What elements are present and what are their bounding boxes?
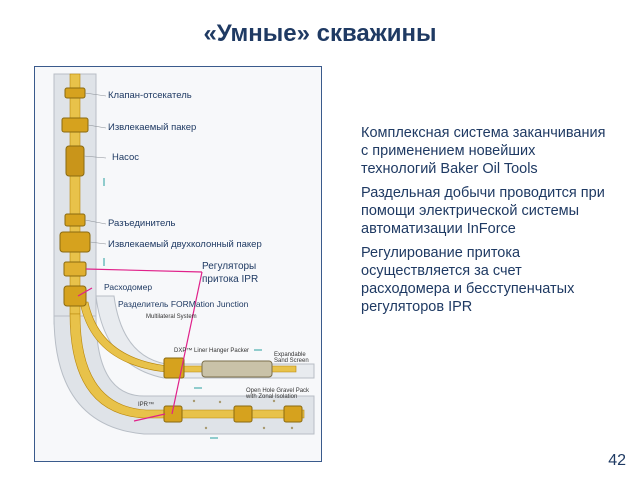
label-valve: Клапан-отсекатель [108,90,192,101]
ipr-body-3 [283,405,303,423]
pump-body [65,145,85,177]
flow-arrows [103,178,262,439]
disconnector-body [64,213,86,227]
gravel-pack-dots [192,399,294,430]
sand-screen-body [201,360,273,378]
dual-packer-body [59,231,91,253]
bullet-1: Комплексная система заканчивания с приме… [361,125,606,177]
label-sand-screen: Expandable Sand Screen [274,352,309,364]
liner-hanger-body [163,357,185,379]
well-schematic-svg [34,66,322,462]
leader-lines [83,92,107,245]
bullet-list: Комплексная система заканчивания с приме… [361,124,611,322]
label-pump: Насос [112,152,140,163]
valve-body [64,87,86,99]
label-flowmeter: Расходомер [104,282,153,292]
label-liner-hanger: DXP™ Liner Hanger Packer [174,348,250,354]
label-packer: Извлекаемый пакер [108,122,197,133]
tubing-vertical [69,73,81,315]
tubing-curve [69,313,305,419]
label-regulators: Регуляторы притока IPR [202,261,259,285]
label-disconnector: Разъединитель [108,218,176,229]
label-dual-packer: Извлекаемый двухколонный пакер [108,239,262,250]
label-multilateral: Multilateral System [146,314,197,320]
ipr-body-2 [233,405,253,423]
page-number: 42 [608,452,626,469]
flowmeter-body [63,285,87,307]
packer-body [61,117,89,133]
regulator-body [63,261,87,277]
slide-title: «Умные» скважины [203,20,437,47]
bullet-2: Раздельная добычи проводится при помощи … [361,185,605,237]
label-gravel-pack: Open Hole Gravel Pack with Zonal Isolati… [246,388,310,400]
magenta-callouts [77,268,203,422]
label-separator: Разделитель FORMation Junction [118,299,249,309]
label-ipr-small: IPR™ [138,402,155,408]
bullet-3: Регулирование притока осуществляется за … [361,245,575,315]
tubing-lateral [79,301,297,373]
well-diagram: Клапан-отсекатель Извлекаемый пакер Насо… [34,66,322,462]
